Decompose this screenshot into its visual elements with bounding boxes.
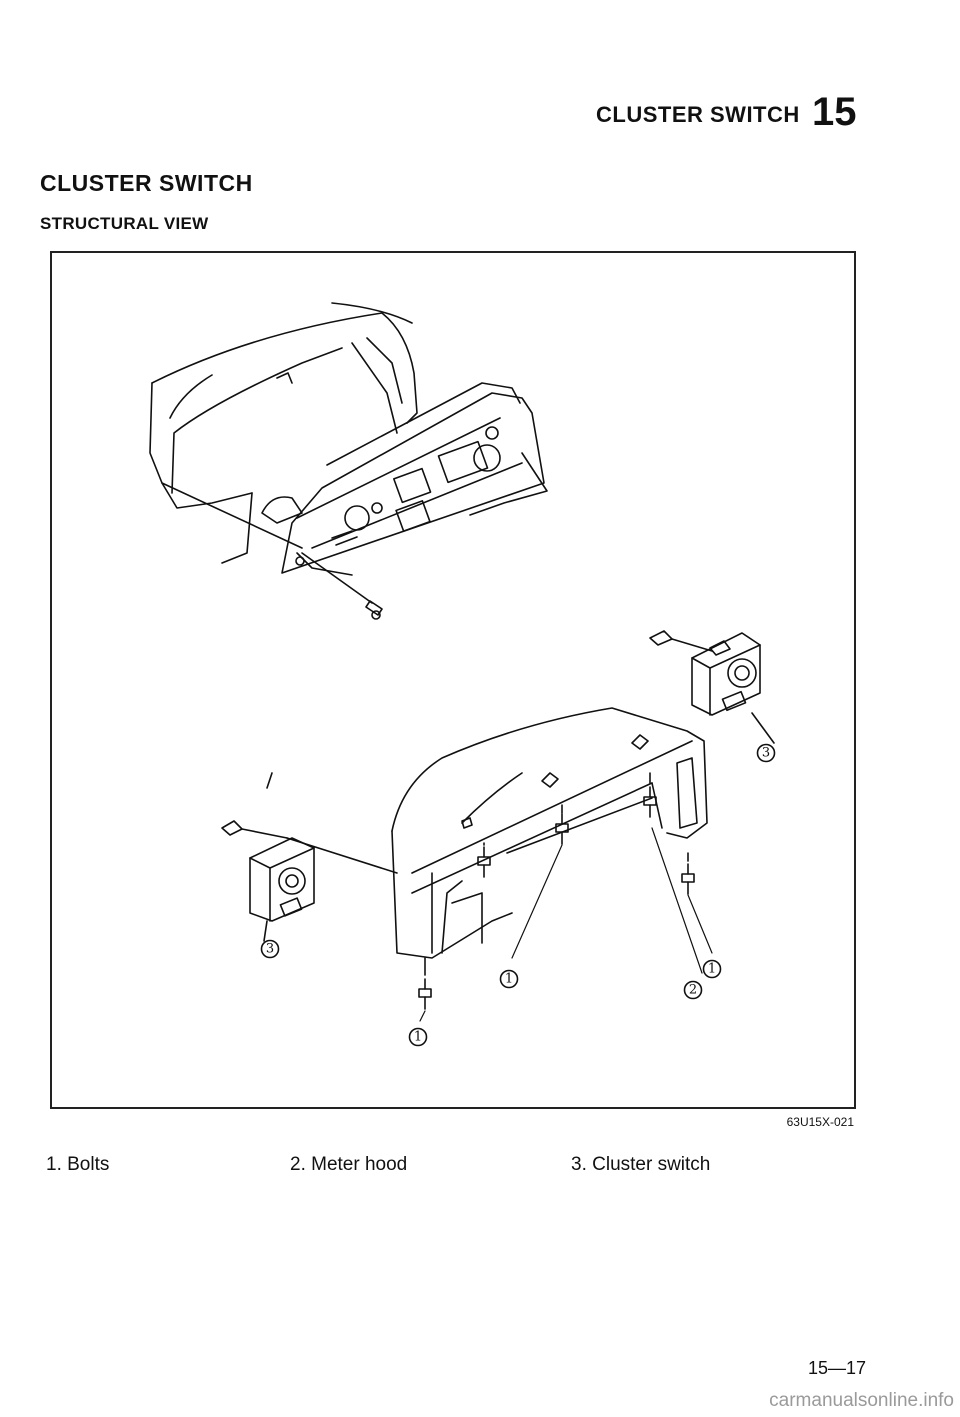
callout-leaders bbox=[419, 827, 713, 1022]
dashboard-panel-drawing bbox=[149, 302, 418, 564]
legend-item-cluster-switch: 3. Cluster switch bbox=[571, 1154, 711, 1175]
meter-hood-drawing bbox=[391, 707, 708, 959]
structural-view-figure: 3 3 1 1 2 1 bbox=[50, 251, 856, 1109]
header-section-number: 15 bbox=[812, 90, 857, 134]
callout-number: 2 bbox=[683, 980, 703, 1000]
cluster-switch-right-drawing bbox=[649, 630, 775, 744]
legend-item-meter-hood: 2. Meter hood bbox=[290, 1154, 408, 1175]
legend-item-bolts: 1. Bolts bbox=[46, 1154, 110, 1175]
callout-number: 1 bbox=[408, 1027, 428, 1047]
svg-text:3: 3 bbox=[266, 942, 274, 957]
callout-number: 3 bbox=[756, 743, 776, 763]
section-subtitle: STRUCTURAL VIEW bbox=[40, 214, 209, 233]
bolts-drawing bbox=[266, 772, 695, 1010]
instrument-cluster-drawing bbox=[261, 382, 548, 576]
page-number: 15—17 bbox=[808, 1358, 867, 1378]
svg-text:2: 2 bbox=[689, 983, 697, 998]
exploded-diagram: 3 3 1 1 2 1 bbox=[149, 302, 776, 1047]
callout-number: 1 bbox=[702, 959, 722, 979]
svg-text:1: 1 bbox=[414, 1030, 422, 1045]
callout-number: 1 bbox=[499, 969, 519, 989]
screw-drawing bbox=[161, 482, 383, 620]
section-title: CLUSTER SWITCH bbox=[40, 170, 253, 196]
svg-text:3: 3 bbox=[762, 746, 770, 761]
callout-number: 3 bbox=[260, 939, 280, 959]
svg-text:1: 1 bbox=[708, 962, 716, 977]
cluster-switch-left-drawing bbox=[221, 820, 398, 942]
figure-code: 63U15X-021 bbox=[786, 1115, 854, 1129]
header-title: CLUSTER SWITCH bbox=[596, 102, 800, 127]
watermark: carmanualsonline.info bbox=[769, 1390, 954, 1411]
svg-text:1: 1 bbox=[505, 972, 513, 987]
